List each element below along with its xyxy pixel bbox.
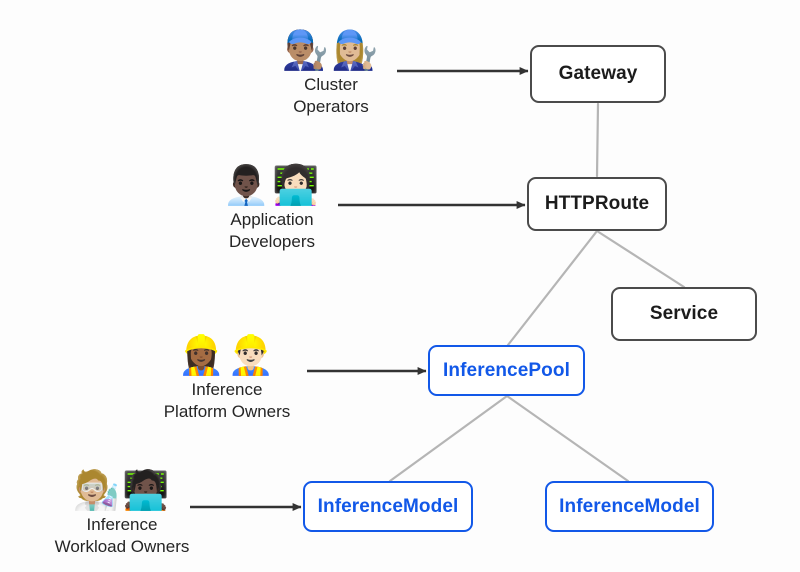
node-gateway[interactable]: Gateway — [530, 45, 666, 103]
actor-inference-platform-owners-avatars-icon: 👷🏾‍♀️👷🏻‍♂️ — [177, 333, 277, 377]
actor-inference-workload-owners-label-line1: Inference — [86, 515, 158, 534]
resource-relationship-edges — [388, 102, 686, 483]
actor-cluster-operators-label-line1: Cluster — [304, 75, 358, 94]
node-httproute[interactable]: HTTPRoute — [527, 177, 667, 231]
actor-inference-platform-owners-label-line2: Platform Owners — [163, 402, 291, 421]
actor-inference-platform-owners-label-line1: Inference — [191, 380, 263, 399]
node-inferencemodel-left[interactable]: InferenceModel — [303, 481, 473, 532]
actor-inference-workload-owners-label-line2: Workload Owners — [54, 537, 190, 556]
actor-cluster-operators-avatars-icon: 👨🏽‍🔧👩🏼‍🔧 — [281, 28, 381, 72]
actor-cluster-operators-label-line2: Operators — [293, 97, 369, 116]
node-inferencepool[interactable]: InferencePool — [428, 345, 585, 396]
node-inferencemodel-right[interactable]: InferenceModel — [545, 481, 714, 532]
edge-gateway-httproute — [595, 102, 600, 178]
actor-application-developers-label-line2: Developers — [229, 232, 315, 251]
actor-ownership-arrows — [190, 67, 529, 511]
actor-inference-workload-owners-avatars-icon: 🧑🏼‍🔬🧑🏿‍💻 — [72, 468, 172, 512]
edge-inferencepool-model-left — [388, 394, 509, 483]
node-service[interactable]: Service — [611, 287, 757, 341]
actor-application-developers-label-line1: Application — [230, 210, 314, 229]
edge-httproute-service — [595, 229, 686, 289]
actor-application-developers-avatars-icon: 👨🏿‍💼👩🏻‍💻 — [222, 163, 322, 207]
edge-inferencepool-model-right — [505, 394, 630, 483]
edge-httproute-inferencepool — [506, 229, 599, 347]
